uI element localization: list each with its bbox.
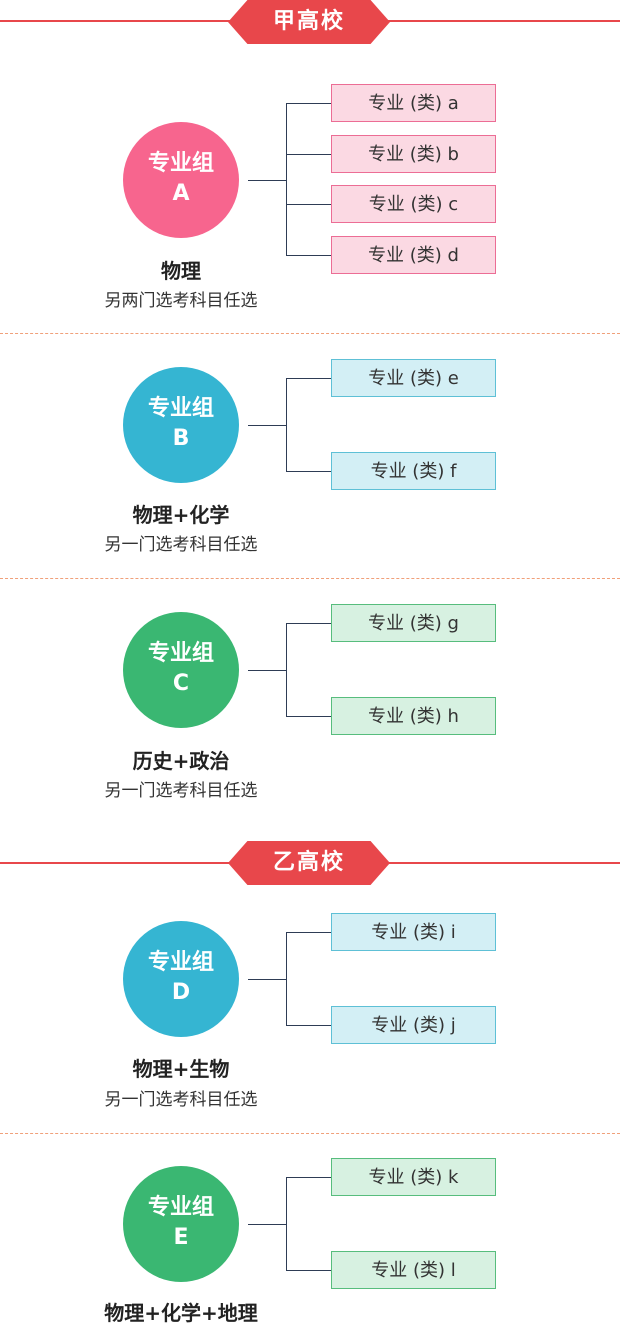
group-note: 另两门选考科目任选 [104,291,258,311]
group-circle-a: 专业组 A [123,122,239,238]
connector [286,1177,287,1270]
group-letter: D [171,980,191,1005]
connector [248,979,286,980]
connector [286,103,331,104]
major-box-g: 专业 (类) g [331,604,496,642]
major-box-e: 专业 (类) e [331,359,496,397]
connector [248,670,286,671]
major-box-f: 专业 (类) f [331,452,496,490]
school-banner-yi: 乙高校 [228,841,390,885]
group-label: 专业组 [147,396,214,421]
connector [286,154,331,155]
group-label: 专业组 [147,641,214,666]
major-box-h: 专业 (类) h [331,697,496,735]
major-box-k: 专业 (类) k [331,1158,496,1196]
major-box-j: 专业 (类) j [331,1006,496,1044]
section-divider [0,333,620,334]
connector [286,378,331,379]
group-note: 另一门选考科目任选 [104,1090,258,1110]
group-letter: C [172,671,190,696]
connector [286,932,287,1025]
connector [286,378,287,471]
connector [248,425,286,426]
group-circle-b: 专业组 B [123,367,239,483]
connector [286,1270,331,1271]
group-note: 另一门选考科目任选 [104,781,258,801]
group-label: 专业组 [147,1195,214,1220]
connector [286,471,331,472]
group-subjects: 物理 [161,259,201,283]
group-circle-c: 专业组 C [123,612,239,728]
section-divider [0,578,620,579]
connector [286,716,331,717]
connector [286,932,331,933]
connector [286,623,331,624]
group-circle-d: 专业组 D [123,921,239,1037]
group-label: 专业组 [147,950,214,975]
group-subjects: 历史+政治 [132,749,230,773]
connector [286,1177,331,1178]
major-box-a: 专业 (类) a [331,84,496,122]
connector [286,204,331,205]
major-box-d: 专业 (类) d [331,236,496,274]
connector [286,1025,331,1026]
group-letter: B [172,426,190,451]
connector [286,623,287,716]
group-circle-e: 专业组 E [123,1166,239,1282]
group-subjects: 物理+生物 [132,1057,230,1081]
group-note: 另一门选考科目任选 [104,535,258,555]
connector [248,1224,286,1225]
school-banner-jia: 甲高校 [228,0,390,44]
section-divider [0,1133,620,1134]
connector [248,180,286,181]
group-letter: A [172,181,190,206]
group-label: 专业组 [147,151,214,176]
major-box-c: 专业 (类) c [331,185,496,223]
connector [286,255,331,256]
group-subjects: 物理+化学 [132,503,230,527]
group-letter: E [173,1225,189,1250]
connector [286,103,287,256]
major-box-i: 专业 (类) i [331,913,496,951]
major-box-b: 专业 (类) b [331,135,496,173]
group-subjects: 物理+化学+地理 [104,1301,258,1325]
major-box-l: 专业 (类) l [331,1251,496,1289]
